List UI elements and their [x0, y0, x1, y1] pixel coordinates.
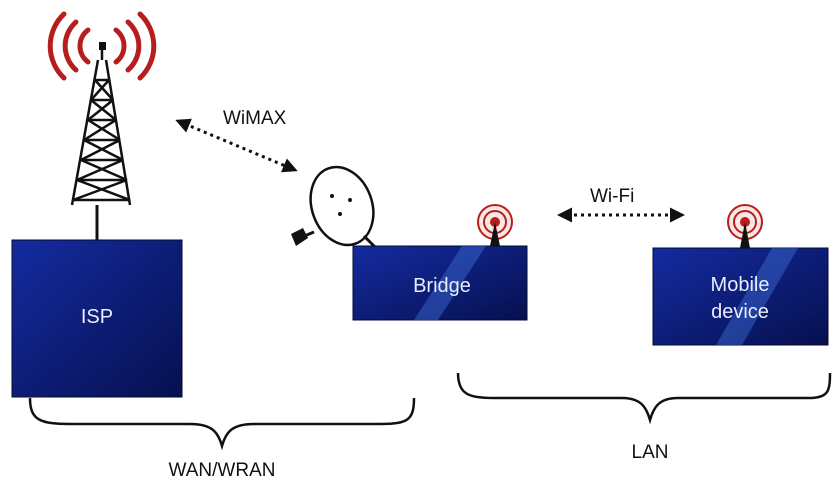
- wimax-link: WiMAX: [175, 108, 298, 173]
- tower-lattice: [70, 45, 132, 242]
- dish-reflector: [309, 165, 375, 247]
- bridge-label: Bridge: [413, 275, 471, 297]
- wifi-label: Wi-Fi: [590, 186, 634, 207]
- mobile-label-line1: Mobile: [711, 274, 770, 296]
- lan-brace-path: [456, 372, 832, 425]
- dish-feed: [291, 228, 308, 246]
- antenna-mast: [740, 222, 750, 248]
- antenna-mast: [490, 222, 500, 246]
- isp-label: ISP: [81, 306, 113, 328]
- bridge-box: [352, 245, 528, 321]
- wimax-label: WiMAX: [223, 108, 287, 129]
- wan-brace-path: [28, 397, 416, 451]
- wan-brace: WAN/WRAN: [28, 397, 416, 481]
- wimax-arrow: [175, 118, 298, 173]
- lan-brace: LAN: [456, 372, 832, 463]
- isp-node: ISP: [11, 239, 183, 398]
- mobile-device-node: Mobile device: [652, 247, 829, 346]
- bridge-stripe: [414, 246, 486, 320]
- mobile-antenna-icon: [727, 204, 763, 248]
- bridge-antenna-icon: [477, 204, 513, 246]
- lan-label: LAN: [632, 442, 669, 463]
- isp-box: [11, 239, 183, 398]
- satellite-dish-icon: [291, 165, 382, 254]
- radio-tower-icon: [47, 11, 157, 242]
- tower-antenna-tip: [99, 42, 106, 50]
- mobile-device-box: [652, 247, 829, 346]
- tower-signal-waves: [47, 11, 157, 81]
- mobile-stripe: [716, 248, 798, 345]
- dish-dot: [348, 198, 352, 202]
- wifi-link: Wi-Fi: [557, 186, 685, 223]
- mobile-label-line2: device: [711, 301, 769, 323]
- dish-dot: [338, 212, 342, 216]
- bridge-node: Bridge: [352, 245, 528, 321]
- dish-dot: [330, 194, 334, 198]
- wan-label: WAN/WRAN: [169, 460, 276, 481]
